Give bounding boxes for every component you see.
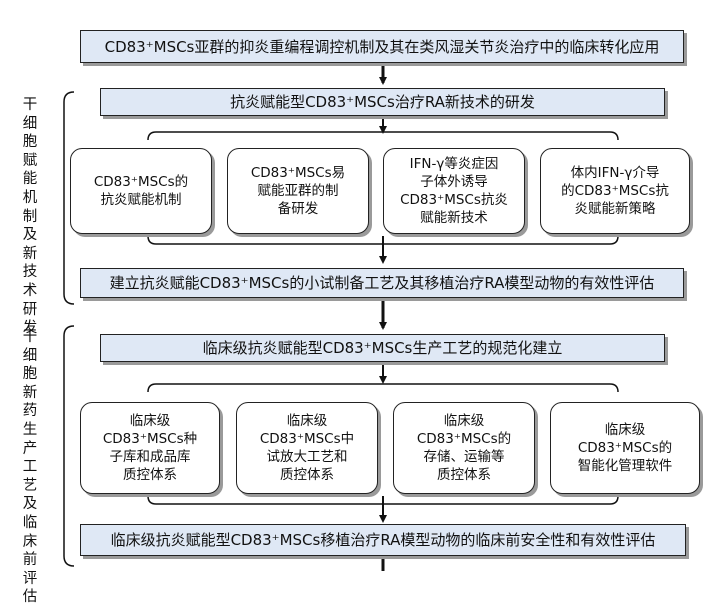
section1-bottom-text: 建立抗炎赋能CD83⁺MSCs的小试制备工艺及其移植治疗RA模型动物的有效性评估 (109, 274, 655, 292)
s2-top-bracket (147, 383, 619, 393)
section2-box-3: 临床级 CD83⁺MSCs的 存储、运输等 质控体系 (393, 402, 535, 494)
s1-top-bracket (147, 131, 619, 141)
flowchart: CD83⁺MSCs亚群的抑炎重编程调控机制及其在类风湿关节炎治疗中的临床转化应用… (22, 30, 700, 605)
title-text: CD83⁺MSCs亚群的抑炎重编程调控机制及其在类风湿关节炎治疗中的临床转化应用 (104, 37, 660, 56)
section1-box-4: 体内IFN-γ介导 的CD83⁺MSCs抗 炎赋能新策略 (540, 148, 690, 234)
section1-box-3: IFN-γ等炎症因 子体外诱导 CD83⁺MSCs抗炎 赋能新技术 (383, 148, 525, 234)
section1-box-2: CD83⁺MSCs易 赋能亚群的制 备研发 (227, 148, 369, 234)
section2-box-4: 临床级 CD83⁺MSCs的 智能化管理软件 (550, 402, 700, 494)
section2-label: 干细胞新药生产工艺及临床前评估 (22, 329, 38, 606)
section1-top-box: 抗炎赋能型CD83⁺MSCs治疗RA新技术的研发 (100, 88, 665, 116)
section1-label: 干细胞赋能机制及新技术研发 (22, 97, 38, 337)
section1-top-text: 抗炎赋能型CD83⁺MSCs治疗RA新技术的研发 (230, 93, 535, 111)
section2-top-text: 临床级抗炎赋能型CD83⁺MSCs生产工艺的规范化建立 (202, 339, 563, 357)
section2-bottom-text: 临床级抗炎赋能型CD83⁺MSCs移植治疗RA模型动物的临床前安全性和有效性评估 (110, 531, 656, 549)
title-box: CD83⁺MSCs亚群的抑炎重编程调控机制及其在类风湿关节炎治疗中的临床转化应用 (80, 30, 684, 63)
section2-bottom-box: 临床级抗炎赋能型CD83⁺MSCs移植治疗RA模型动物的临床前安全性和有效性评估 (80, 524, 686, 556)
section2-box-2: 临床级 CD83⁺MSCs中 试放大工艺和 质控体系 (236, 402, 378, 494)
section2-box-1: 临床级 CD83⁺MSCs种 子库和成品库 质控体系 (80, 402, 220, 494)
section1-brace (63, 91, 75, 305)
section1-box-1: CD83⁺MSCs的 抗炎赋能机制 (70, 148, 212, 234)
section2-brace (63, 325, 75, 567)
section2-top-box: 临床级抗炎赋能型CD83⁺MSCs生产工艺的规范化建立 (100, 334, 665, 362)
section1-bottom-box: 建立抗炎赋能CD83⁺MSCs的小试制备工艺及其移植治疗RA模型动物的有效性评估 (80, 268, 684, 298)
connectors (63, 63, 619, 571)
